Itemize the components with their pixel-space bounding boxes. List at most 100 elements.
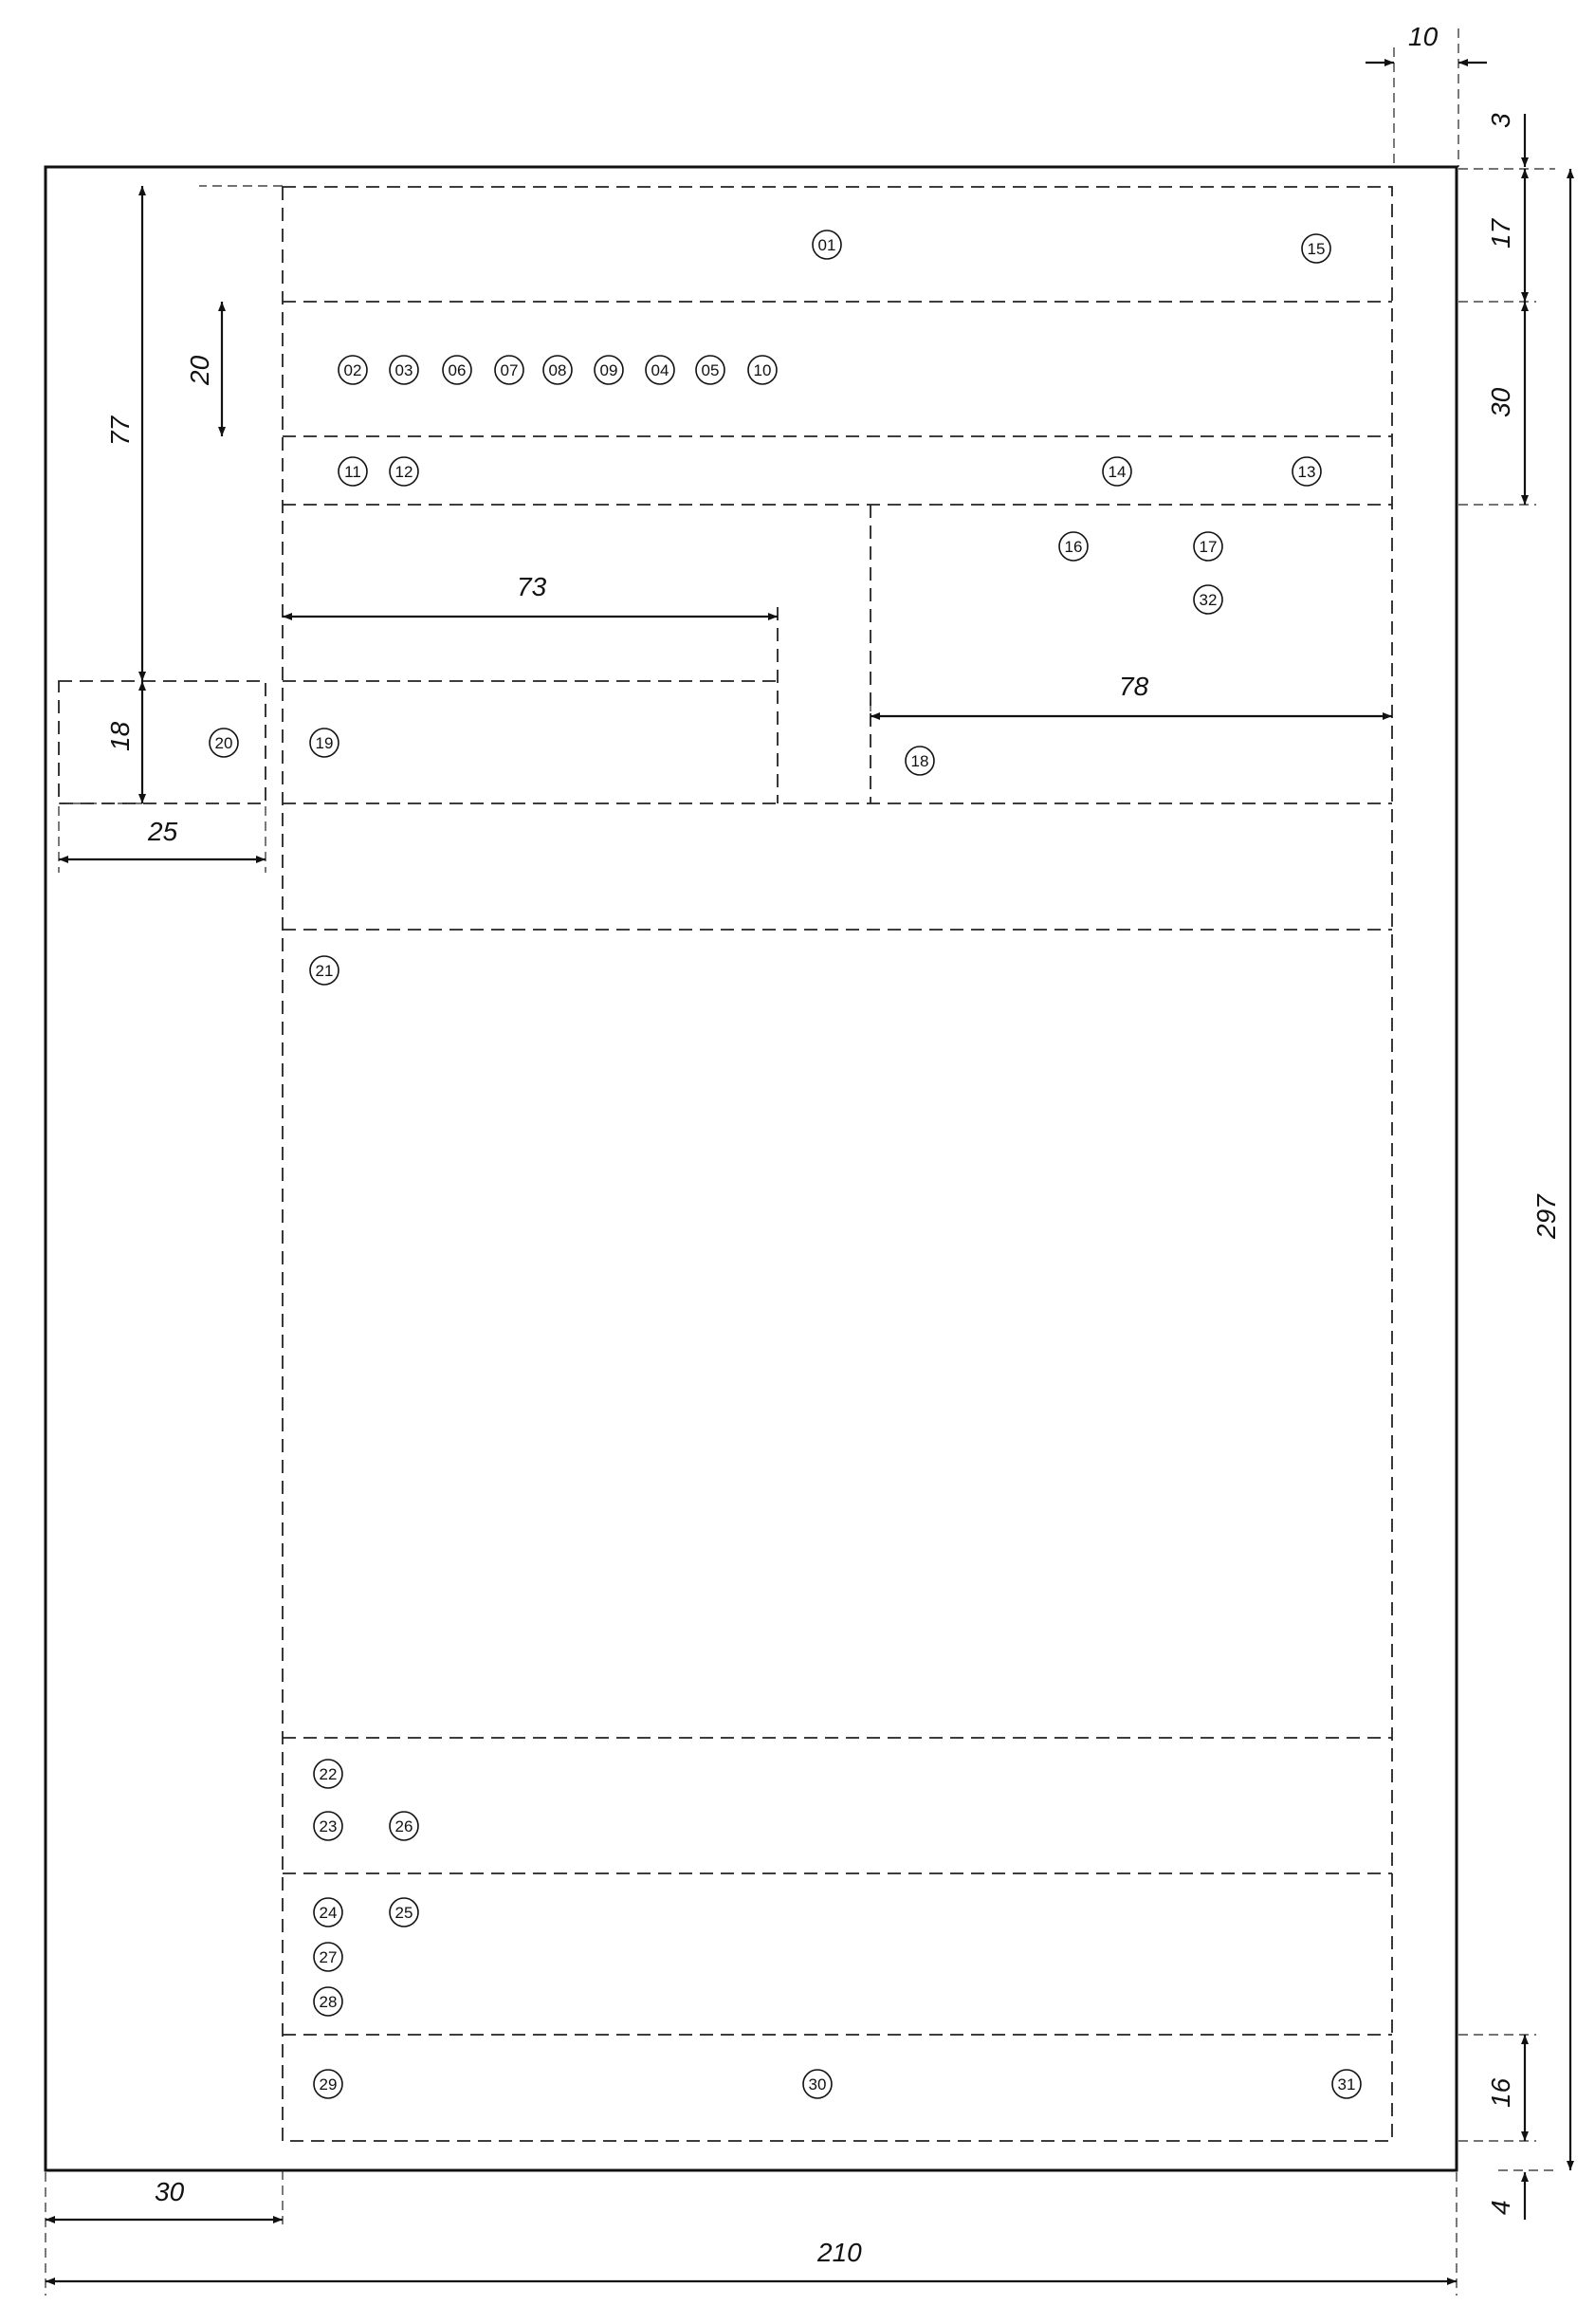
- dim-label-25: 25: [147, 817, 178, 846]
- marker-circle: [389, 1811, 419, 1841]
- marker-circle: [309, 955, 339, 986]
- marker-09: 09: [594, 355, 624, 385]
- dimension-lines: [46, 59, 1574, 2285]
- layout-zones: [45, 28, 1555, 2296]
- marker-label: 06: [449, 361, 467, 379]
- marker-label: 05: [702, 361, 720, 379]
- marker-label: 24: [320, 1904, 338, 1922]
- marker-circle: [389, 456, 419, 487]
- marker-circle: [494, 355, 524, 385]
- marker-29: 29: [313, 2069, 343, 2099]
- marker-12: 12: [389, 456, 419, 487]
- marker-label: 03: [395, 361, 413, 379]
- marker-label: 22: [320, 1765, 338, 1783]
- marker-label: 19: [316, 734, 334, 752]
- marker-circle: [747, 355, 778, 385]
- dim-label-297: 297: [1531, 1193, 1561, 1240]
- marker-31: 31: [1331, 2069, 1362, 2099]
- marker-label: 12: [395, 463, 413, 481]
- marker-circle: [313, 1942, 343, 1972]
- marker-18: 18: [905, 746, 935, 776]
- marker-circle: [695, 355, 725, 385]
- marker-circle: [1301, 233, 1331, 264]
- marker-circle: [313, 2069, 343, 2099]
- marker-label: 07: [501, 361, 519, 379]
- marker-05: 05: [695, 355, 725, 385]
- marker-label: 11: [344, 463, 361, 481]
- marker-25: 25: [389, 1897, 419, 1927]
- marker-19: 19: [309, 728, 339, 758]
- dim-label-30-bottom: 30: [155, 2177, 185, 2206]
- marker-label: 23: [320, 1817, 338, 1835]
- marker-circle: [1102, 456, 1132, 487]
- marker-20: 20: [209, 728, 239, 758]
- dim-label-4: 4: [1486, 2200, 1515, 2215]
- marker-label: 10: [754, 361, 772, 379]
- dim-label-18: 18: [105, 721, 135, 751]
- marker-label: 17: [1200, 538, 1218, 556]
- marker-15: 15: [1301, 233, 1331, 264]
- marker-label: 21: [316, 962, 334, 980]
- dim-label-10: 10: [1408, 22, 1439, 51]
- marker-circle: [1292, 456, 1322, 487]
- marker-label: 26: [395, 1817, 413, 1835]
- marker-label: 27: [320, 1948, 338, 1966]
- dim-label-73: 73: [517, 572, 547, 601]
- dim-label-3: 3: [1486, 113, 1515, 128]
- marker-circle: [802, 2069, 833, 2099]
- marker-22: 22: [313, 1759, 343, 1789]
- dimension-labels: 10 3 17 30 297 16 4 77 20 18 25 73 78 30…: [105, 22, 1561, 2267]
- marker-13: 13: [1292, 456, 1322, 487]
- marker-24: 24: [313, 1897, 343, 1927]
- marker-label: 08: [549, 361, 567, 379]
- marker-label: 20: [215, 734, 233, 752]
- marker-08: 08: [542, 355, 573, 385]
- sheet-frame: [44, 165, 1458, 2172]
- marker-04: 04: [645, 355, 675, 385]
- marker-label: 15: [1308, 240, 1326, 258]
- marker-02: 02: [338, 355, 368, 385]
- marker-circle: [1058, 531, 1089, 562]
- marker-30: 30: [802, 2069, 833, 2099]
- marker-circle: [442, 355, 472, 385]
- marker-06: 06: [442, 355, 472, 385]
- marker-circle: [313, 1811, 343, 1841]
- marker-circle: [309, 728, 339, 758]
- marker-17: 17: [1193, 531, 1223, 562]
- marker-label: 28: [320, 1993, 338, 2011]
- marker-07: 07: [494, 355, 524, 385]
- marker-label: 32: [1200, 591, 1218, 609]
- marker-11: 11: [338, 456, 368, 487]
- marker-circle: [209, 728, 239, 758]
- marker-circle: [313, 1897, 343, 1927]
- dim-label-30-right: 30: [1486, 387, 1515, 417]
- marker-label: 13: [1298, 463, 1316, 481]
- dim-label-16: 16: [1486, 2077, 1515, 2108]
- marker-10: 10: [747, 355, 778, 385]
- marker-27: 27: [313, 1942, 343, 1972]
- marker-circle: [812, 230, 842, 260]
- marker-label: 25: [395, 1904, 413, 1922]
- marker-03: 03: [389, 355, 419, 385]
- marker-label: 30: [809, 2075, 827, 2093]
- marker-16: 16: [1058, 531, 1089, 562]
- marker-14: 14: [1102, 456, 1132, 487]
- marker-circle: [905, 746, 935, 776]
- dim-label-17: 17: [1486, 217, 1515, 249]
- marker-label: 29: [320, 2075, 338, 2093]
- marker-21: 21: [309, 955, 339, 986]
- marker-circle: [1193, 584, 1223, 615]
- marker-circle: [1193, 531, 1223, 562]
- marker-label: 16: [1065, 538, 1083, 556]
- marker-circle: [645, 355, 675, 385]
- marker-circle: [594, 355, 624, 385]
- marker-32: 32: [1193, 584, 1223, 615]
- dim-label-77: 77: [105, 415, 135, 446]
- marker-circle: [313, 1759, 343, 1789]
- content-area: [282, 186, 1393, 2142]
- margin-box: [58, 680, 266, 804]
- marker-26: 26: [389, 1811, 419, 1841]
- marker-label: 18: [911, 752, 929, 770]
